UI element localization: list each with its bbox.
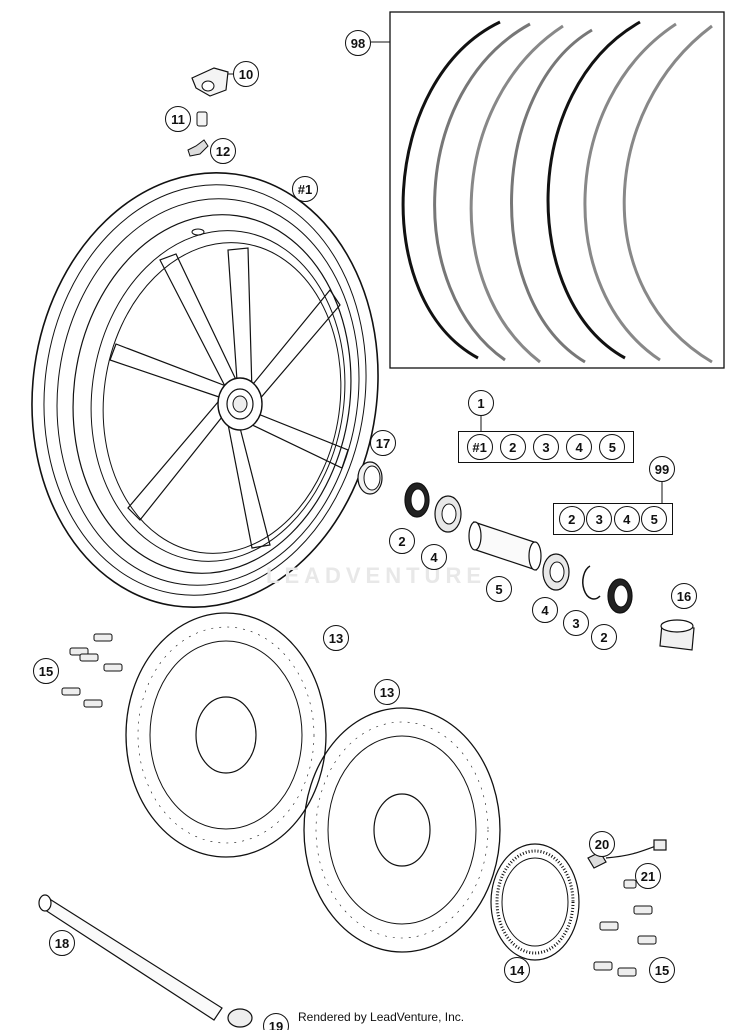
kit-99-box: 2 3 4 5 xyxy=(553,503,673,535)
kit-1-item[interactable]: 4 xyxy=(566,434,593,460)
seal-2b xyxy=(607,578,633,614)
callout-17[interactable]: 17 xyxy=(370,430,396,456)
tire-valve-parts xyxy=(187,67,234,157)
callout-4b[interactable]: 4 xyxy=(532,597,558,623)
bearing-4a xyxy=(434,495,462,533)
callout-13a[interactable]: 13 xyxy=(323,625,349,651)
brake-disc-1 xyxy=(125,612,327,858)
callout-18[interactable]: 18 xyxy=(49,930,75,956)
spacer-17 xyxy=(357,461,383,495)
callout-15b[interactable]: 15 xyxy=(649,957,675,983)
kit-1-item[interactable]: 2 xyxy=(499,434,526,460)
wheel-axle xyxy=(38,894,223,1021)
axle-collar xyxy=(227,1008,253,1028)
callout-13b[interactable]: 13 xyxy=(374,679,400,705)
kit-99-item[interactable]: 3 xyxy=(586,506,613,532)
callout-5[interactable]: 5 xyxy=(486,576,512,602)
seal-2a xyxy=(404,482,430,518)
kit-1-box: #1 2 3 4 5 xyxy=(458,431,634,463)
watermark: LEADVENTURE xyxy=(266,563,487,588)
bearing-spacer-set xyxy=(357,461,695,651)
spacer-16 xyxy=(659,619,695,651)
callout-2b[interactable]: 2 xyxy=(591,624,617,650)
callout-1[interactable]: 1 xyxy=(468,390,494,416)
callout-19[interactable]: 19 xyxy=(263,1013,289,1030)
callout-wheel[interactable]: #1 xyxy=(292,176,318,202)
callout-20[interactable]: 20 xyxy=(589,831,615,857)
kit-99-item[interactable]: 4 xyxy=(613,506,640,532)
callout-16[interactable]: 16 xyxy=(671,583,697,609)
callout-98[interactable]: 98 xyxy=(345,30,371,56)
disc-bolts-left xyxy=(61,633,123,708)
spacer-5 xyxy=(468,521,542,571)
kit-99-item[interactable]: 5 xyxy=(641,506,668,532)
callout-11[interactable]: 11 xyxy=(165,106,191,132)
circlip-3 xyxy=(582,565,601,600)
callout-3[interactable]: 3 xyxy=(563,610,589,636)
footer-credit: Rendered by LeadVenture, Inc. xyxy=(298,1010,465,1024)
callout-21[interactable]: 21 xyxy=(635,863,661,889)
callout-12[interactable]: 12 xyxy=(210,138,236,164)
callout-14[interactable]: 14 xyxy=(504,957,530,983)
kit-1-item[interactable]: 3 xyxy=(532,434,559,460)
sensor-screws xyxy=(593,879,657,977)
front-wheel-rim xyxy=(31,171,379,609)
callout-99[interactable]: 99 xyxy=(649,456,675,482)
callout-15a[interactable]: 15 xyxy=(33,658,59,684)
brake-disc-2 xyxy=(303,707,501,953)
callout-2a[interactable]: 2 xyxy=(389,528,415,554)
callout-10[interactable]: 10 xyxy=(233,61,259,87)
kit-1-item[interactable]: 5 xyxy=(599,434,626,460)
kit-99-item[interactable]: 2 xyxy=(558,506,585,532)
bearing-4b xyxy=(542,553,570,591)
rim-stripe-kit xyxy=(389,11,725,369)
kit-1-item[interactable]: #1 xyxy=(466,434,493,460)
callout-4a[interactable]: 4 xyxy=(421,544,447,570)
abs-sensor-ring xyxy=(490,843,580,961)
